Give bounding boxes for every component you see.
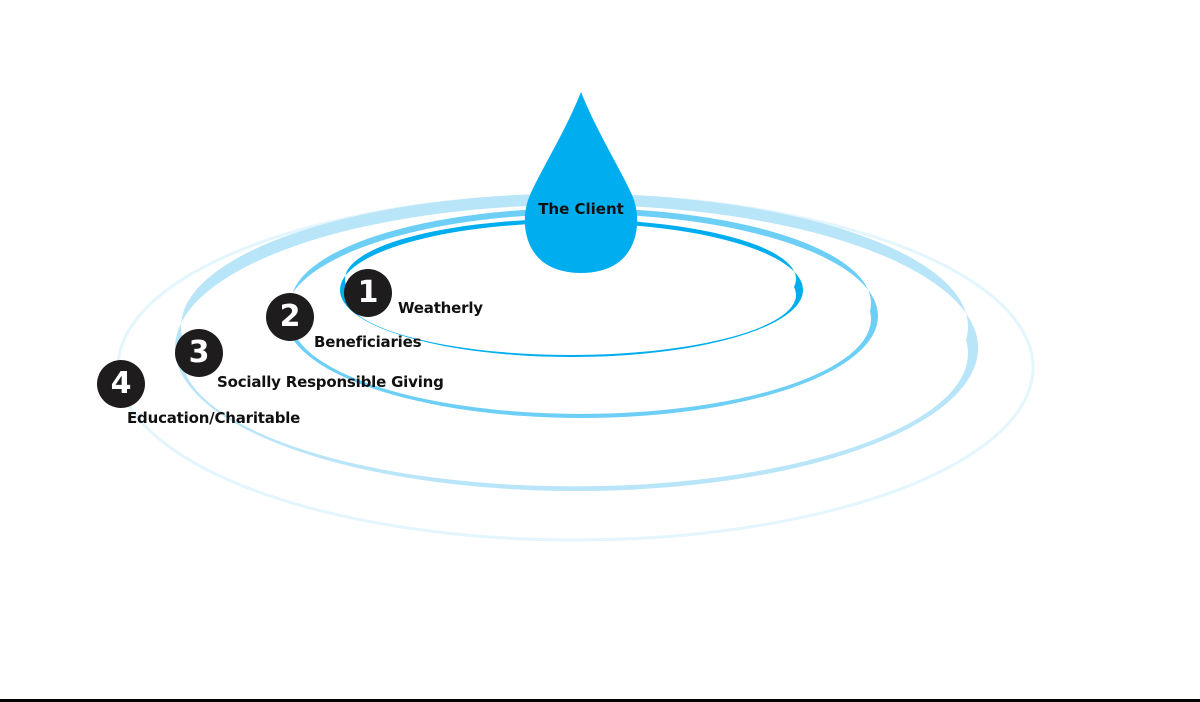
bottom-divider [0, 699, 1200, 702]
center-label: The Client [538, 200, 624, 218]
ring-4-label: Education/Charitable [127, 409, 301, 427]
ring-4-badge: 4 [97, 360, 145, 408]
ring-2-badge: 2 [266, 293, 314, 341]
ring-1-label: Weatherly [398, 299, 483, 317]
ring-3-label: Socially Responsible Giving [217, 373, 444, 391]
ring-2-label: Beneficiaries [314, 333, 422, 351]
ring-4 [116, 193, 1035, 542]
ring-1-badge: 1 [344, 269, 392, 317]
water-drop-icon [524, 92, 638, 273]
ring-3-badge: 3 [175, 329, 223, 377]
